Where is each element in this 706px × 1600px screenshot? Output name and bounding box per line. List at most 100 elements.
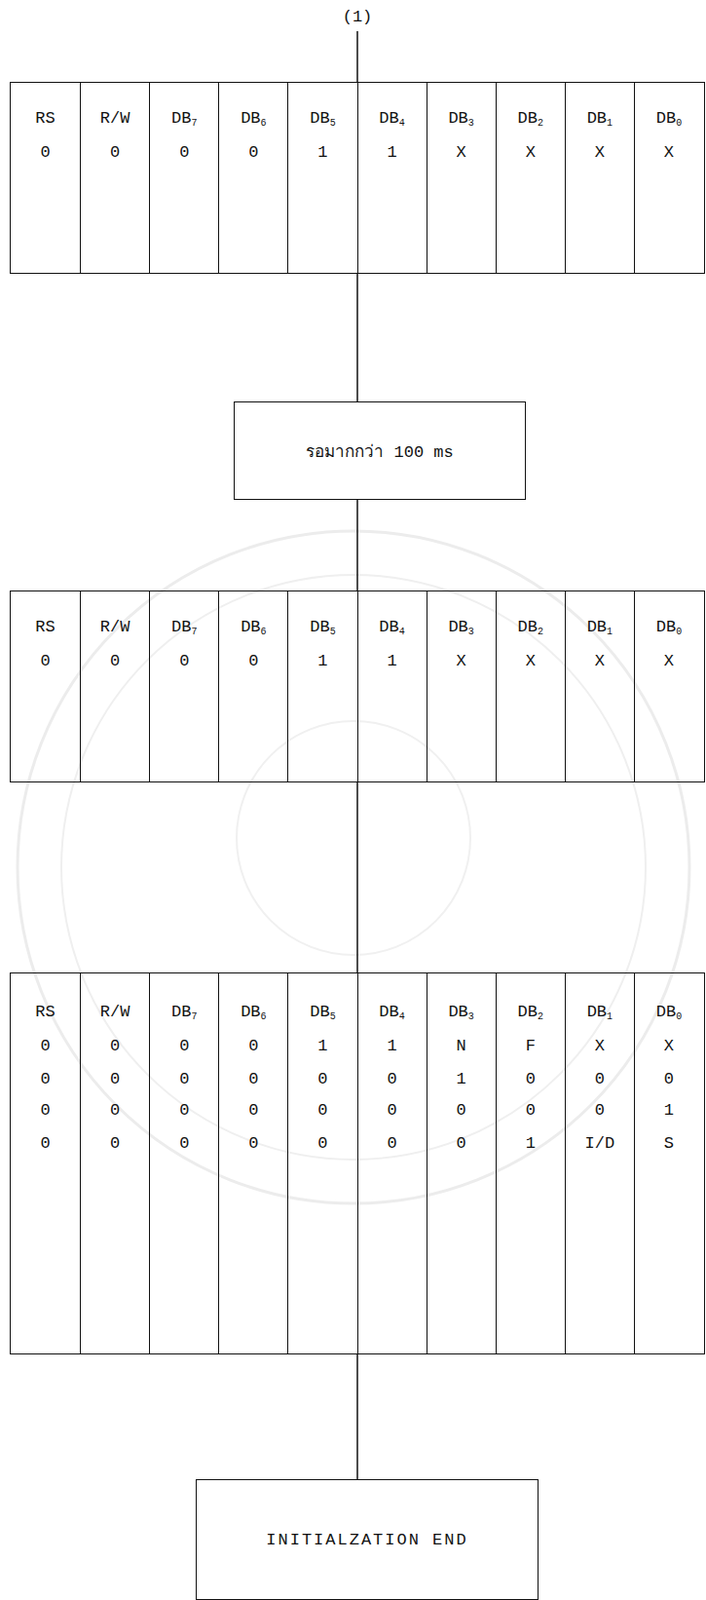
process-box: รอมากกว่า 100 ms (233, 401, 526, 500)
column-header: DB3 (427, 1002, 496, 1022)
column-header: DB7 (149, 1002, 219, 1022)
table-column: DB1X (564, 82, 634, 273)
table-cell: X (634, 651, 704, 671)
table-cell: N (427, 1036, 496, 1056)
column-header: R/W (80, 109, 149, 129)
table-column: R/W0 (79, 591, 149, 781)
table-column: DB7 0 (148, 82, 219, 273)
table-column: DB1X (564, 591, 634, 781)
table-cell: X (496, 143, 565, 163)
column-header: RS (10, 1002, 80, 1022)
table-cell: 0 (80, 1133, 149, 1153)
table-column: DB2X (495, 591, 565, 781)
column-header: R/W (80, 617, 149, 637)
table-cell: 0 (149, 1100, 219, 1120)
table-cell: 0 (496, 1069, 565, 1089)
column-header: DB2 (496, 617, 565, 637)
table-column: DB41 (357, 82, 427, 273)
table-column: DB41 (357, 591, 427, 781)
table-cell: 0 (634, 1069, 704, 1089)
table-cell: X (634, 1036, 704, 1056)
table-cell: 1 (427, 1069, 496, 1089)
column-header: RS (10, 617, 80, 637)
table-column: DB5 1 (287, 82, 357, 273)
table-cell: X (565, 143, 634, 163)
table-cell: I/D (565, 1133, 634, 1153)
table-cell: 0 (496, 1100, 565, 1120)
flow-line (356, 499, 359, 591)
column-header: DB3 (427, 617, 496, 637)
table-cell: 0 (219, 1133, 288, 1153)
table-cell: 0 (427, 1133, 496, 1153)
box-text: INITIALZATION END (265, 1529, 468, 1549)
table-cell: 0 (358, 1100, 427, 1120)
table-cell: 0 (80, 1100, 149, 1120)
table-cell: 0 (10, 1133, 80, 1153)
column-header: R/W (80, 1002, 149, 1022)
table-cell: 0 (10, 651, 80, 671)
table-cell: X (634, 143, 704, 163)
table-column: DB3X (426, 591, 496, 781)
column-header: DB3 (427, 109, 496, 129)
table-cell: 0 (149, 143, 219, 163)
flow-line (356, 781, 359, 972)
table-cell: X (496, 651, 565, 671)
column-header: DB1 (565, 617, 634, 637)
table-column: DB0X (633, 82, 704, 273)
table-column: R/W 0 (79, 82, 149, 273)
seal-ring (17, 530, 690, 1203)
table-cell: 1 (358, 1036, 427, 1056)
instruction-table: RS0R/W0DB70DB60DB51DB41DB3XDB2XDB1XDB0X (9, 590, 706, 782)
table-column: DB70000 (148, 972, 219, 1353)
table-cell: 0 (565, 1100, 634, 1120)
table-cell: 0 (358, 1069, 427, 1089)
column-header: DB2 (496, 1002, 565, 1022)
table-cell: 0 (288, 1133, 357, 1153)
table-column: DB60000 (218, 972, 288, 1353)
column-header: DB7 (149, 109, 219, 129)
table-cell: 0 (288, 1069, 357, 1089)
table-column: RS 0 (10, 591, 80, 781)
table-cell: 0 (219, 651, 288, 671)
seal-emblem (236, 720, 471, 955)
column-header: DB5 (288, 109, 357, 129)
table-column: DB70 (148, 591, 219, 781)
column-header: DB4 (358, 617, 427, 637)
table-column: DB2F001 (495, 972, 565, 1353)
table-cell: 0 (427, 1100, 496, 1120)
table-cell: 0 (80, 1036, 149, 1056)
table-cell: 0 (219, 1100, 288, 1120)
table-column: DB0X01S (633, 972, 704, 1353)
table-column: RS0000 (10, 972, 80, 1353)
table-cell: 0 (10, 1100, 80, 1120)
table-cell: S (634, 1133, 704, 1153)
column-header: DB5 (288, 1002, 357, 1022)
table-column: DB41000 (357, 972, 427, 1353)
table-column: RS0 (10, 82, 80, 273)
table-column: DB0X (633, 591, 704, 781)
instruction-table: RS0R/W0DB70DB60DB51DB41DB3XDB2XDB1XDB0X (9, 81, 706, 274)
column-header: DB1 (565, 1002, 634, 1022)
table-cell: 1 (288, 1036, 357, 1056)
process-box: INITIALZATION END (195, 1478, 539, 1599)
callout-number: (1) (342, 7, 373, 27)
instruction-table: RS0000R/W0000DB70000DB60000DB51000DB4100… (9, 971, 706, 1354)
table-column: R/W 0 0 0 0 (79, 972, 149, 1353)
table-column: DB60 (218, 82, 288, 273)
table-cell: 0 (288, 1100, 357, 1120)
table-cell: 1 (288, 143, 357, 163)
table-cell: 0 (149, 651, 219, 671)
column-header: DB1 (565, 109, 634, 129)
table-cell: 0 (80, 143, 149, 163)
table-cell: X (427, 651, 496, 671)
table-cell: 0 (10, 1036, 80, 1056)
table-cell: 0 (149, 1069, 219, 1089)
column-header: DB4 (358, 1002, 427, 1022)
table-cell: 0 (219, 1036, 288, 1056)
table-cell: 0 (80, 1069, 149, 1089)
table-cell: 0 (219, 143, 288, 163)
table-cell: 1 (358, 143, 427, 163)
table-cell: F (496, 1036, 565, 1056)
column-header: DB0 (634, 1002, 704, 1022)
